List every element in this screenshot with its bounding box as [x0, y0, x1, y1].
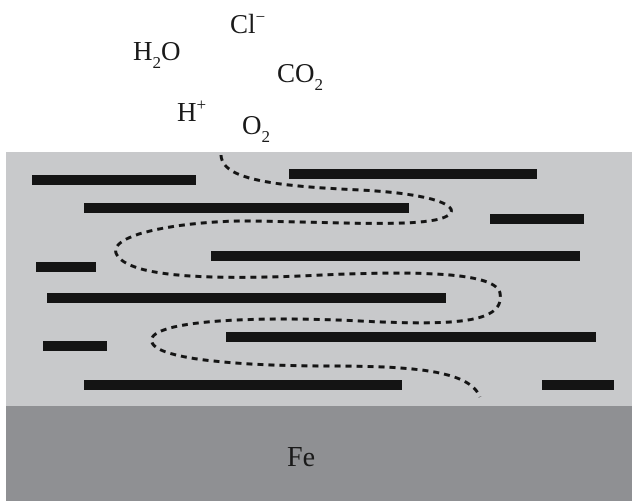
chloride-base: Cl — [230, 9, 256, 39]
barrier-flake — [84, 203, 409, 213]
carbon-dioxide-label: CO2 — [277, 58, 323, 94]
diffusion-path — [114, 154, 502, 398]
water-label: H2O — [133, 36, 181, 72]
chloride-charge: − — [256, 7, 266, 26]
barrier-flake — [226, 332, 596, 342]
barrier-flake — [84, 380, 402, 390]
barrier-flake — [490, 214, 584, 224]
barrier-flake — [43, 341, 107, 351]
barrier-flake — [47, 293, 446, 303]
proton-base: H — [177, 97, 197, 127]
barrier-flake — [542, 380, 614, 390]
oxygen-base: O — [242, 110, 262, 140]
water-subscript: 2 — [153, 53, 162, 72]
barrier-flake — [211, 251, 580, 261]
chloride-ion-label: Cl− — [230, 7, 265, 39]
proton-label: H+ — [177, 95, 206, 127]
barrier-flake — [289, 169, 537, 179]
carbon-dioxide-subscript: 2 — [315, 75, 324, 94]
barrier-flake — [32, 175, 196, 185]
water-o: O — [161, 36, 181, 66]
barrier-flakes — [32, 169, 614, 390]
carbon-dioxide-base: CO — [277, 58, 315, 88]
barrier-flake — [36, 262, 96, 272]
oxygen-label: O2 — [242, 110, 270, 146]
iron-substrate — [6, 406, 632, 501]
substrate-label: Fe — [287, 442, 315, 473]
proton-charge: + — [197, 95, 207, 114]
coating-layer — [6, 152, 632, 406]
oxygen-subscript: 2 — [262, 127, 271, 146]
water-h: H — [133, 36, 153, 66]
